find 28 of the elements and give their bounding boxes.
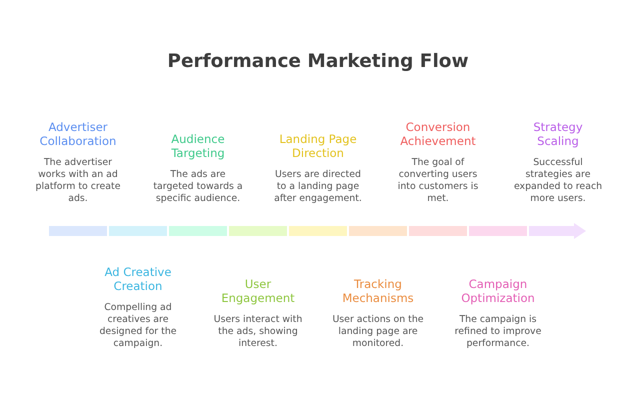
step-heading: Landing Page Direction	[278, 132, 358, 160]
step-heading: Ad Creative Creation	[104, 265, 172, 293]
step-description: Users are directed to a landing page after engagement.	[273, 169, 363, 205]
timeline-segment	[169, 226, 227, 236]
step-heading: Advertiser Collaboration	[38, 120, 118, 148]
step-heading: User Engagement	[220, 277, 296, 305]
timeline-segment	[109, 226, 167, 236]
title: Performance Marketing Flow	[167, 50, 469, 74]
step-description: Compelling ad creatives are designed for the campaign.	[98, 302, 178, 350]
timeline-segment	[289, 226, 347, 236]
timeline-segment	[469, 226, 527, 236]
timeline-segment	[49, 226, 107, 236]
step-heading: Conversion Achievement	[399, 120, 477, 148]
step-description: The advertiser works with an ad platform to create ads.	[34, 157, 122, 205]
step-description: The goal of converting users into customers is met.	[396, 157, 480, 205]
step-description: User actions on the landing page are monitored.	[332, 314, 424, 350]
step-heading: Audience Targeting	[170, 132, 226, 160]
timeline-segment	[229, 226, 287, 236]
step-heading: Campaign Optimization	[460, 277, 536, 305]
step-heading: Tracking Mechanisms	[341, 277, 415, 305]
timeline-segment	[409, 226, 467, 236]
step-heading: Strategy Scaling	[532, 120, 584, 148]
step-description: Successful strategies are expanded to reach more users.	[512, 157, 604, 205]
step-description: The campaign is refined to improve performance.	[454, 314, 542, 350]
timeline-segment	[349, 226, 407, 236]
step-description: The ads are targeted towards a specific audience.	[152, 169, 244, 205]
step-description: Users interact with the ads, showing interest.	[212, 314, 304, 350]
timeline-arrow-segment	[529, 223, 586, 239]
